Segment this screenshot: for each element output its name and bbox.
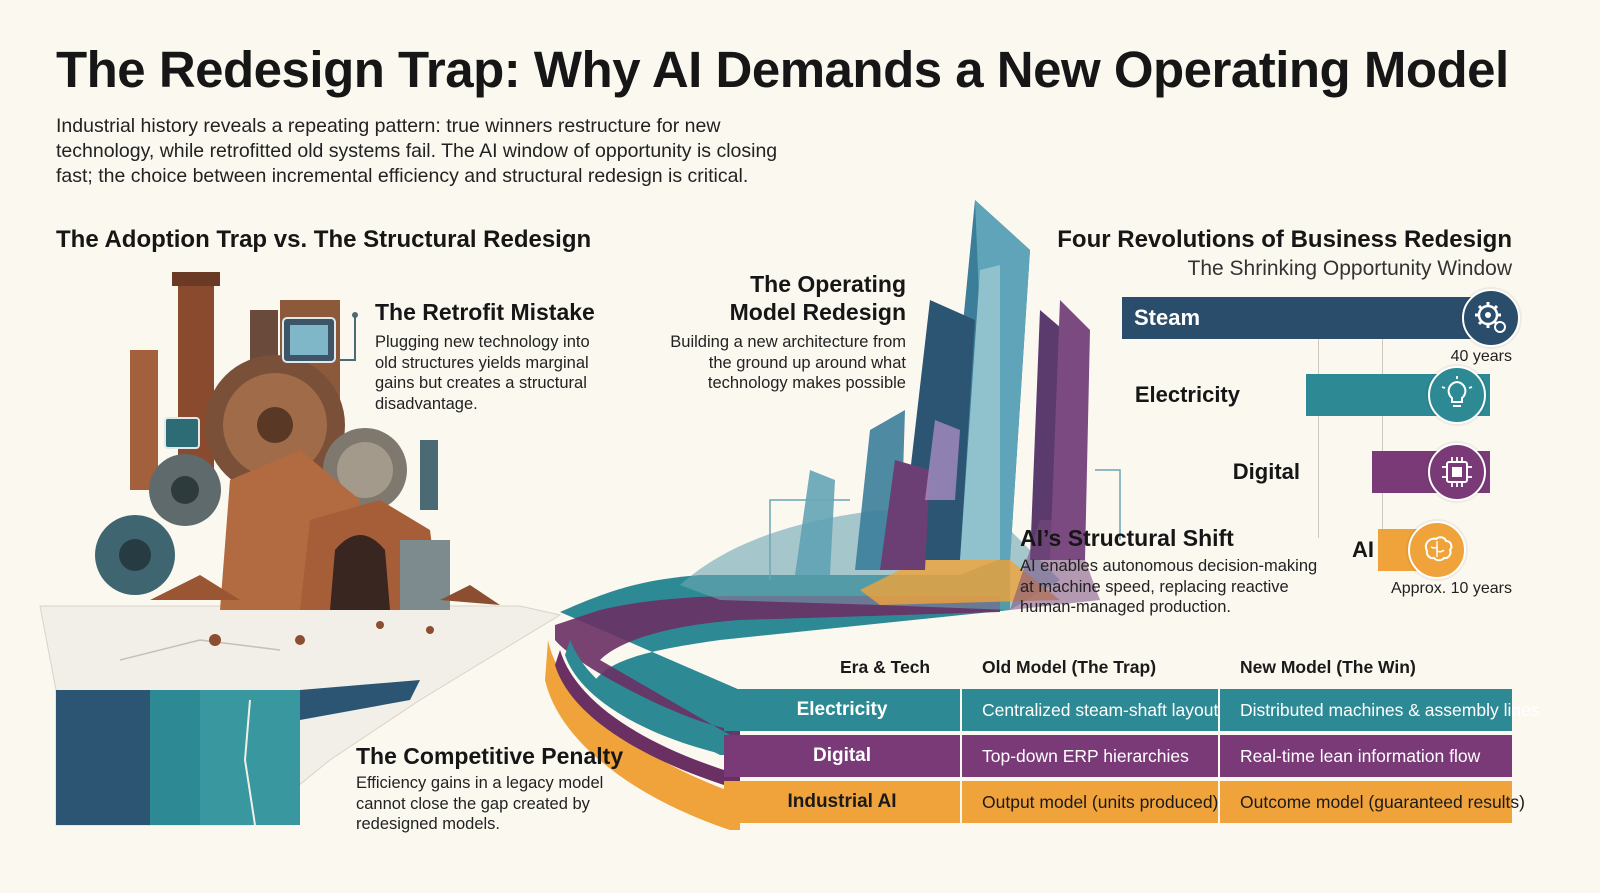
revolutions-chart: Steam 40 years Electricity Digital AI Ap… [1100, 289, 1520, 597]
guide-line [1318, 338, 1319, 538]
table-row-new: Real-time lean information flow [1220, 735, 1512, 777]
ai-years: Approx. 10 years [1391, 580, 1512, 597]
table-header-old: Old Model (The Trap) [982, 657, 1157, 677]
revolution-label-electricity: Electricity [1134, 382, 1240, 407]
table-row-old: Top-down ERP hierarchies [962, 735, 1218, 777]
penalty-body: Efficiency gains in a legacy model canno… [356, 774, 604, 833]
table-header-new: New Model (The Win) [1240, 657, 1416, 677]
table-row-era: Digital [724, 735, 960, 777]
table-header-era: Era & Tech [840, 657, 931, 677]
brain-icon [1408, 521, 1466, 579]
retrofit-body: Plugging new technology into old structu… [375, 333, 590, 413]
revolution-label-ai: AI [1352, 537, 1374, 562]
revolution-label-digital: Digital [1232, 459, 1300, 484]
steam-years: 40 years [1450, 348, 1512, 365]
operating-title-line-2: Model Redesign [729, 299, 906, 325]
revolution-bar-steam: Steam [1122, 297, 1490, 339]
table-row-old: Centralized steam-shaft layout [962, 689, 1218, 731]
page-title: The Redesign Trap: Why AI Demands a New … [56, 41, 1509, 98]
revolutions-heading: Four Revolutions of Business Redesign [1057, 226, 1512, 253]
gear-icon [1462, 289, 1520, 347]
chip-icon [1428, 443, 1486, 501]
ai-shift-title: AI’s Structural Shift [1020, 525, 1234, 551]
table-row-era: Electricity [724, 689, 960, 731]
table-row-new: Distributed machines & assembly lines [1220, 689, 1540, 731]
ai-shift-body: AI enables autonomous decision-making at… [1020, 557, 1318, 616]
operating-body: Building a new architecture from the gro… [670, 333, 906, 392]
operating-title-line-1: The Operating [750, 271, 906, 297]
penalty-title: The Competitive Penalty [356, 743, 624, 769]
table-row-old: Output model (units produced) [962, 781, 1218, 823]
revolutions-subheading: The Shrinking Opportunity Window [1187, 257, 1513, 280]
crystal-towers-illustration [680, 200, 1121, 610]
retrofit-title: The Retrofit Mistake [375, 299, 595, 325]
adoption-heading: The Adoption Trap vs. The Structural Red… [56, 226, 592, 253]
intro-paragraph: Industrial history reveals a repeating p… [56, 115, 778, 187]
guide-line [1382, 338, 1383, 538]
table-row-era: Industrial AI [724, 781, 960, 823]
revolution-label-steam: Steam [1134, 305, 1201, 330]
lightbulb-icon [1428, 366, 1486, 424]
ruined-factory-illustration [95, 272, 500, 646]
table-row-new: Outcome model (guaranteed results) [1220, 781, 1525, 823]
cliff-illustration [39, 605, 562, 826]
